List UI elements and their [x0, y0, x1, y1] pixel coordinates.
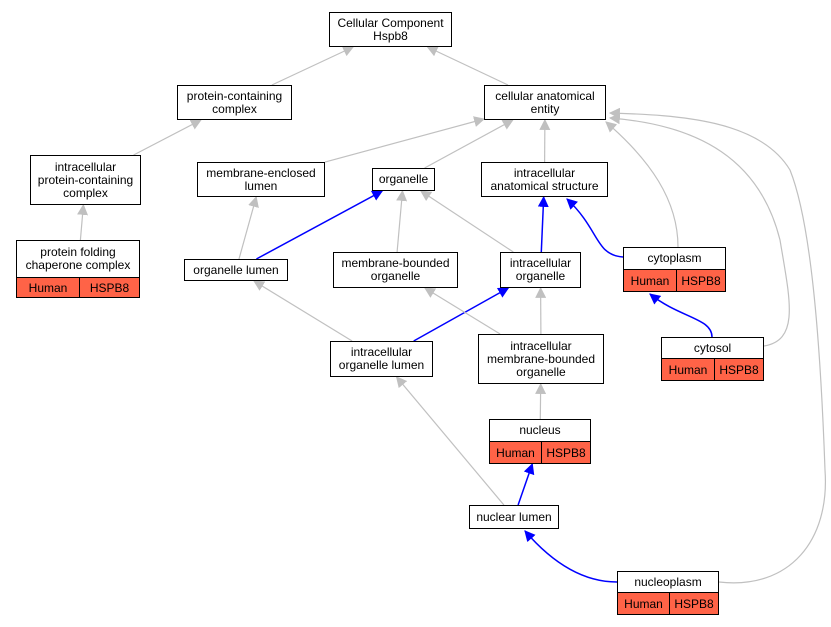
annotation-row: Human HSPB8 [617, 593, 719, 615]
node-label: nucleoplasm [617, 571, 719, 593]
edge-nucleoplasm-to-cellular-anatomical-entity [608, 107, 827, 584]
edge-organelle-lumen-to-membrane-enclosed-lumen [238, 195, 259, 260]
species-cell: Human [28, 280, 68, 295]
edge-membrane-bounded-organelle-to-organelle [396, 189, 408, 253]
annotation-row: Human HSPB8 [661, 359, 764, 381]
species-cell: Human [496, 445, 535, 460]
node-label: protein folding chaperone complex [16, 240, 140, 278]
edge-intracellular-organelle-to-organelle [419, 190, 514, 253]
node-label: intracellular anatomical structure [481, 162, 608, 197]
node-protein-containing-complex[interactable]: protein-containing complex [177, 85, 292, 120]
node-label: intracellular organelle [500, 252, 581, 288]
node-membrane-bounded-organelle[interactable]: membrane-bounded organelle [333, 252, 458, 288]
node-label: Cellular Component Hspb8 [329, 12, 452, 47]
edge-membrane-enclosed-lumen-to-cellular-anatomical-entity [324, 116, 486, 163]
edge-cytoplasm-to-intracellular-anatomical-structure [566, 198, 624, 258]
node-label: cytosol [661, 337, 764, 359]
edge-intracellular-organelle-to-intracellular-anatomical-structure [537, 195, 549, 253]
node-cellular-anatomical-entity[interactable]: cellular anatomical entity [484, 85, 606, 120]
annotation-row: Human HSPB8 [489, 442, 591, 464]
species-cell: Human [630, 273, 670, 288]
node-label: cellular anatomical entity [484, 85, 606, 120]
node-label: nuclear lumen [469, 505, 559, 529]
node-label: protein-containing complex [177, 85, 292, 120]
node-label: organelle [372, 168, 435, 191]
node-label: nucleus [489, 419, 591, 442]
node-label: intracellular protein-containing complex [30, 155, 141, 205]
annotation-row: Human HSPB8 [623, 270, 726, 292]
edge-organelle-lumen-to-organelle [256, 190, 384, 260]
edge-protein-containing-complex-to-root [271, 46, 355, 86]
gene-cell: HSPB8 [676, 270, 725, 291]
annotation-row: Human HSPB8 [16, 278, 140, 298]
gene-cell: HSPB8 [714, 359, 763, 380]
edge-cellular-anatomical-entity-to-root [426, 46, 509, 86]
edge-intracellular-organelle-lumen-to-intracellular-organelle [413, 287, 510, 342]
gene-cell: HSPB8 [669, 593, 718, 614]
species-cell: Human [668, 362, 708, 377]
edge-cytosol-to-cytoplasm [649, 293, 713, 338]
edge-cytoplasm-to-cellular-anatomical-entity [605, 121, 679, 248]
node-label: intracellular organelle lumen [330, 341, 433, 377]
node-organelle-lumen[interactable]: organelle lumen [184, 259, 288, 281]
edge-intracellular-protein-containing-complex-to-protein-containing-complex [133, 119, 202, 156]
edge-organelle-to-cellular-anatomical-entity [424, 119, 514, 169]
node-nuclear-lumen[interactable]: nuclear lumen [469, 505, 559, 529]
edge-intracellular-membrane-bounded-organelle-to-membrane-bounded-organelle [423, 287, 501, 335]
gene-cell: HSPB8 [541, 442, 590, 463]
edge-nuclear-lumen-to-nucleus [517, 462, 535, 506]
node-label: organelle lumen [184, 259, 288, 281]
species-cell: Human [624, 596, 663, 611]
node-intracellular-organelle[interactable]: intracellular organelle [500, 252, 581, 288]
node-label: membrane-bounded organelle [333, 252, 458, 288]
node-intracellular-anatomical-structure[interactable]: intracellular anatomical structure [481, 162, 608, 197]
node-root[interactable]: Cellular Component Hspb8 [329, 12, 452, 47]
edge-intracellular-organelle-lumen-to-organelle-lumen [253, 280, 353, 342]
edge-cytosol-to-cellular-anatomical-entity [608, 113, 790, 347]
node-label: intracellular membrane-bounded organelle [478, 334, 604, 384]
node-intracellular-organelle-lumen[interactable]: intracellular organelle lumen [330, 341, 433, 377]
edge-protein-folding-chaperone-complex-to-intracellular-protein-containing-complex [77, 203, 89, 241]
node-label: membrane-enclosed lumen [197, 162, 325, 197]
node-intracellular-protein-containing-complex[interactable]: intracellular protein-containing complex [30, 155, 141, 205]
gene-cell: HSPB8 [79, 278, 139, 297]
node-membrane-enclosed-lumen[interactable]: membrane-enclosed lumen [197, 162, 325, 197]
edge-nucleoplasm-to-nuclear-lumen [524, 530, 618, 583]
edge-nuclear-lumen-to-intracellular-organelle-lumen [395, 376, 505, 506]
node-label: cytoplasm [623, 247, 726, 270]
node-intracellular-membrane-bounded-organelle[interactable]: intracellular membrane-bounded organelle [478, 334, 604, 384]
node-organelle[interactable]: organelle [372, 168, 435, 191]
